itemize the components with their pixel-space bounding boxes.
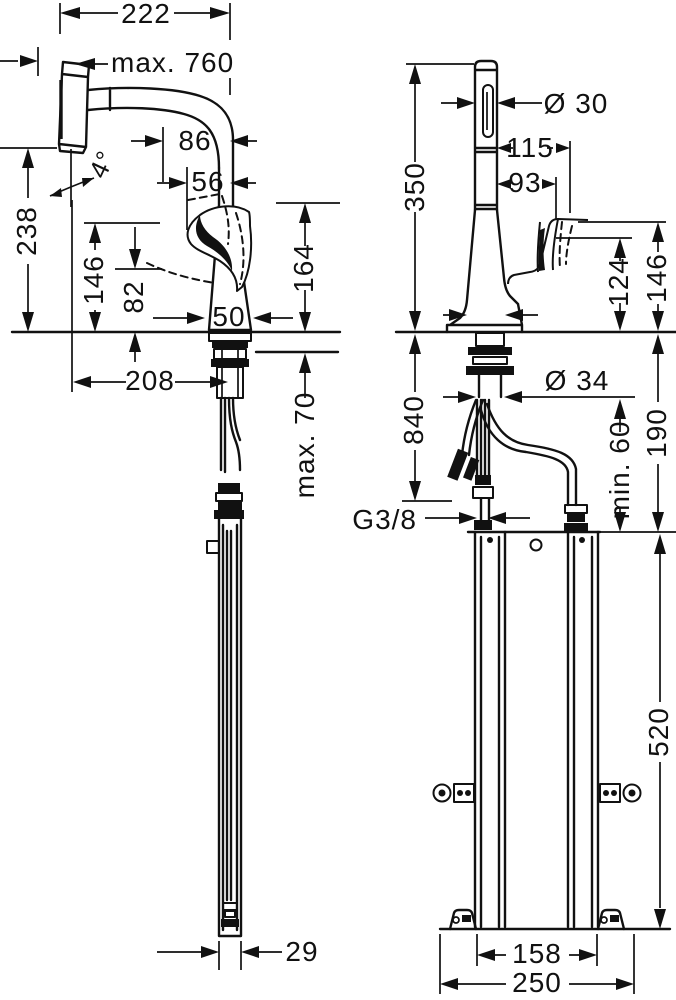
spout-outline [86,86,235,208]
dim-124: 124 [556,237,634,331]
select-button-slot [482,84,494,138]
dim-max-760-label: max. 760 [111,47,234,78]
under-counter-assembly-front [447,332,588,531]
side-clip-left-dot-a [457,790,463,796]
dim-190: 190 [600,334,676,533]
dim-max-70-label: max. 70 [289,392,320,499]
top-plate-hole-left [487,537,493,543]
foot-brackets [448,908,626,931]
spray-column-outline [473,59,499,212]
dim-29-label: 29 [285,936,318,967]
dim-222-label: 222 [121,0,171,29]
side-clip-brackets [453,783,621,803]
dim-146-front-label: 146 [641,253,672,303]
dim-d34-label: Ø 34 [545,365,610,396]
dim-238-label: 238 [11,206,42,256]
supply-hoses-front [460,398,578,507]
dim-840: 840 [398,334,452,502]
shank-detail-lines-side [221,349,239,398]
dim-222: 222 [59,0,231,95]
dim-angle-label: 4° [83,146,122,183]
dim-190-label: 190 [641,408,672,458]
dim-82: 82 [115,227,162,362]
dim-146-front: 146 [578,221,672,331]
top-plate-hole-right [579,537,585,543]
dim-56-label: 56 [191,166,224,197]
foot-left-hole [452,916,460,924]
dim-86-label: 86 [178,125,211,156]
top-plate-hole-center [529,538,543,552]
left-hose-fitting [447,448,480,481]
dim-158-label: 158 [512,938,562,969]
dim-350: 350 [399,63,474,331]
supply-hoses-side [219,396,242,474]
handle-front-shading [538,228,545,271]
dim-164-label: 164 [288,243,319,293]
handle-front-alternate-position [558,221,573,269]
mounting-box [432,530,672,931]
dim-238: 238 [0,147,57,332]
handle-front-outline [507,218,589,285]
dim-29: 29 [157,936,318,970]
base-width-arrows [449,309,523,321]
dim-208-label: 208 [125,365,175,396]
dim-158: 158 [476,934,598,969]
side-clip-right-dot-b [611,790,617,796]
dim-250: 250 [439,934,635,998]
dim-50-label: 50 [212,301,245,332]
dim-56: 56 [157,166,256,230]
dim-208: 208 [71,200,228,396]
shank-rings-side [211,341,249,927]
dim-93: 93 [497,167,557,220]
side-clip-left-pin [438,789,446,797]
dim-86: 86 [131,125,257,182]
dim-g38-thread: G3/8 [352,504,530,535]
dim-520-label: 520 [643,707,674,757]
faucet-body-front [445,208,524,334]
shank-parts-side [206,332,252,918]
pullout-hose-guide-tube [217,517,243,938]
dim-520: 520 [643,534,674,929]
dim-115: 115 [497,132,571,213]
dim-g38-label: G3/8 [352,504,417,535]
dim-146-side-label: 146 [78,255,109,305]
dim-min-60: min. 60 [604,399,635,532]
dim-max-760: max. 760 [0,47,234,78]
front-view: Ø 30 350 115 93 124 146 [352,59,676,998]
dim-250-label: 250 [512,967,562,998]
dim-93-label: 93 [508,167,541,198]
foot-pins [462,915,619,922]
countertop-line-side [10,330,342,354]
shank-tube-front [475,373,503,522]
foot-right-hole [600,916,608,924]
side-view: 222 max. 760 86 56 4° 238 [0,0,342,970]
side-clip-left-dot-b [465,790,471,796]
handle-side-shading [195,215,233,271]
dim-124-label: 124 [603,257,634,307]
dim-d30-label: Ø 30 [544,88,609,119]
dim-max-70: max. 70 [289,353,320,498]
spray-head-outline [57,60,91,155]
side-clip-right-dot-a [603,790,609,796]
dim-diameter-30: Ø 30 [441,88,609,119]
dim-diameter-34: Ø 34 [443,365,635,403]
dim-82-label: 82 [118,280,149,313]
handle-side-alternate-position [146,193,245,285]
dim-115-label: 115 [506,132,554,163]
dim-50: 50 [153,301,293,332]
dim-min-60-label: min. 60 [604,421,635,520]
dim-350-label: 350 [399,162,430,212]
dim-840-label: 840 [398,395,429,445]
dim-164: 164 [276,202,340,332]
shank-parts-front [472,332,588,514]
dim-146-side: 146 [78,222,160,332]
under-counter-assembly-side [206,332,252,938]
mounting-box-rails [473,530,600,929]
dim-angle-4deg: 4° [49,146,122,207]
side-clip-right-pin [628,789,636,797]
